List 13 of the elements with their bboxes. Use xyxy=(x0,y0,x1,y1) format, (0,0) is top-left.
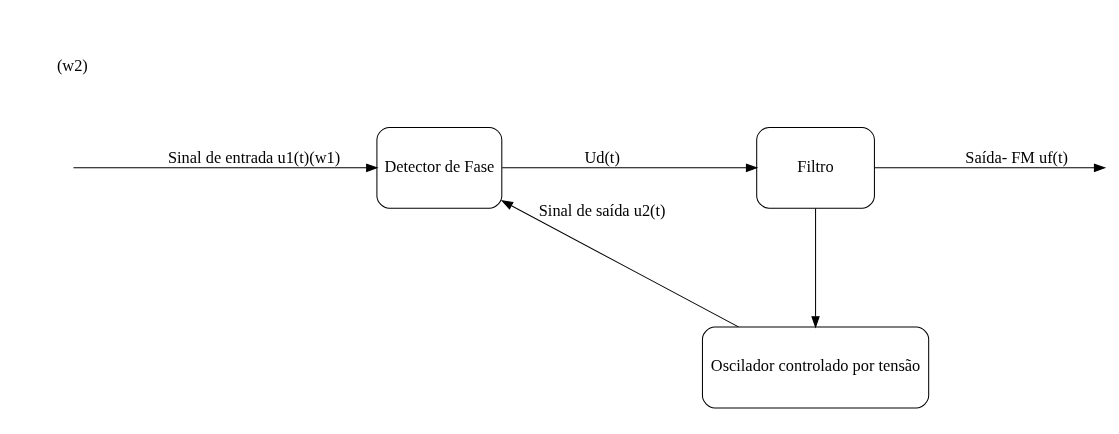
edge-label: Sinal de entrada u1(t)(w1) xyxy=(167,147,341,167)
node-box: Filtro xyxy=(756,126,875,209)
arrow xyxy=(500,199,739,327)
edge-label: Saída- FM uf(t) xyxy=(965,147,1069,167)
arrow xyxy=(501,163,759,172)
node-box: Oscilador controlado por tensão xyxy=(701,326,930,408)
edge-label: Ud(t) xyxy=(584,147,620,167)
edge-label: Sinal de saída u2(t) xyxy=(538,200,666,220)
arrow xyxy=(874,163,1107,172)
arrow xyxy=(72,163,379,172)
label: (w2) xyxy=(56,55,88,75)
arrow xyxy=(811,207,820,328)
node-box: Detector de Fase xyxy=(376,126,503,209)
